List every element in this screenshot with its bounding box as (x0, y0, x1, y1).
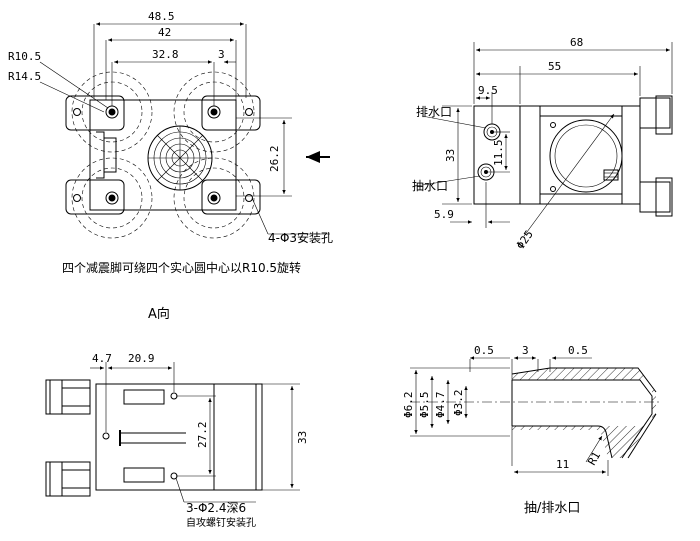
dim-r1: R1 (585, 450, 603, 468)
bottom-right-dimensions (410, 356, 609, 476)
dim-55: 55 (548, 60, 561, 73)
dim-26-2: 26.2 (268, 146, 281, 173)
mounting-hole-callout: 4-Φ3安装孔 (268, 230, 333, 245)
dim-68: 68 (570, 36, 583, 49)
dim-33-side: 33 (444, 149, 457, 162)
inlet-label: 抽水口 (412, 179, 448, 193)
dim-5-9: 5.9 (434, 208, 454, 221)
dim-4-7: 4.7 (92, 352, 112, 365)
dim-r10-5: R10.5 (8, 50, 41, 63)
dim-r14-5: R14.5 (8, 70, 41, 83)
bottom-left-view (45, 362, 300, 503)
dim-11-5: 11.5 (492, 140, 505, 167)
top-left-view (39, 22, 330, 239)
top-left-dimensions (39, 22, 330, 235)
dim-0-5-right: 0.5 (568, 344, 588, 357)
screw-hole-callout: 3-Φ2.4深6 (186, 501, 246, 515)
damping-feet-note: 四个减震脚可绕四个实心圆中心以R10.5旋转 (62, 260, 301, 275)
top-right-view (415, 42, 673, 237)
dim-3-wall: 3 (522, 344, 529, 357)
pump-body-outline (89, 99, 237, 211)
dim-phi25: Φ25 (514, 228, 536, 252)
dim-9-5: 9.5 (478, 84, 498, 97)
view-a-label: A向 (148, 306, 170, 322)
bottom-right-view (410, 356, 660, 476)
dim-phi5-5: Φ5.5 (418, 392, 431, 419)
dim-32-8: 32.8 (152, 48, 179, 61)
dim-33-front: 33 (296, 431, 309, 444)
dim-48-5: 48.5 (148, 10, 175, 23)
dim-phi3-2: Φ3.2 (452, 390, 465, 417)
dim-3: 3 (218, 48, 225, 61)
motor-circle (549, 119, 623, 193)
dim-11: 11 (556, 458, 569, 471)
dim-phi6-2: Φ6.2 (402, 392, 415, 419)
top-right-dimensions (415, 42, 673, 237)
dim-27-2: 27.2 (196, 422, 209, 449)
outlet-label: 排水口 (416, 105, 452, 119)
dim-0-5-left: 0.5 (474, 344, 494, 357)
port-section-caption: 抽/排水口 (524, 501, 580, 516)
bottom-left-dimensions (90, 362, 300, 503)
damping-feet (65, 95, 261, 215)
screw-hole-sub: 自攻螺钉安装孔 (186, 516, 256, 529)
dim-phi4-7: Φ4.7 (434, 392, 447, 419)
fan-grille-icon (147, 125, 213, 191)
dim-20-9: 20.9 (128, 352, 155, 365)
dim-42: 42 (158, 26, 171, 39)
